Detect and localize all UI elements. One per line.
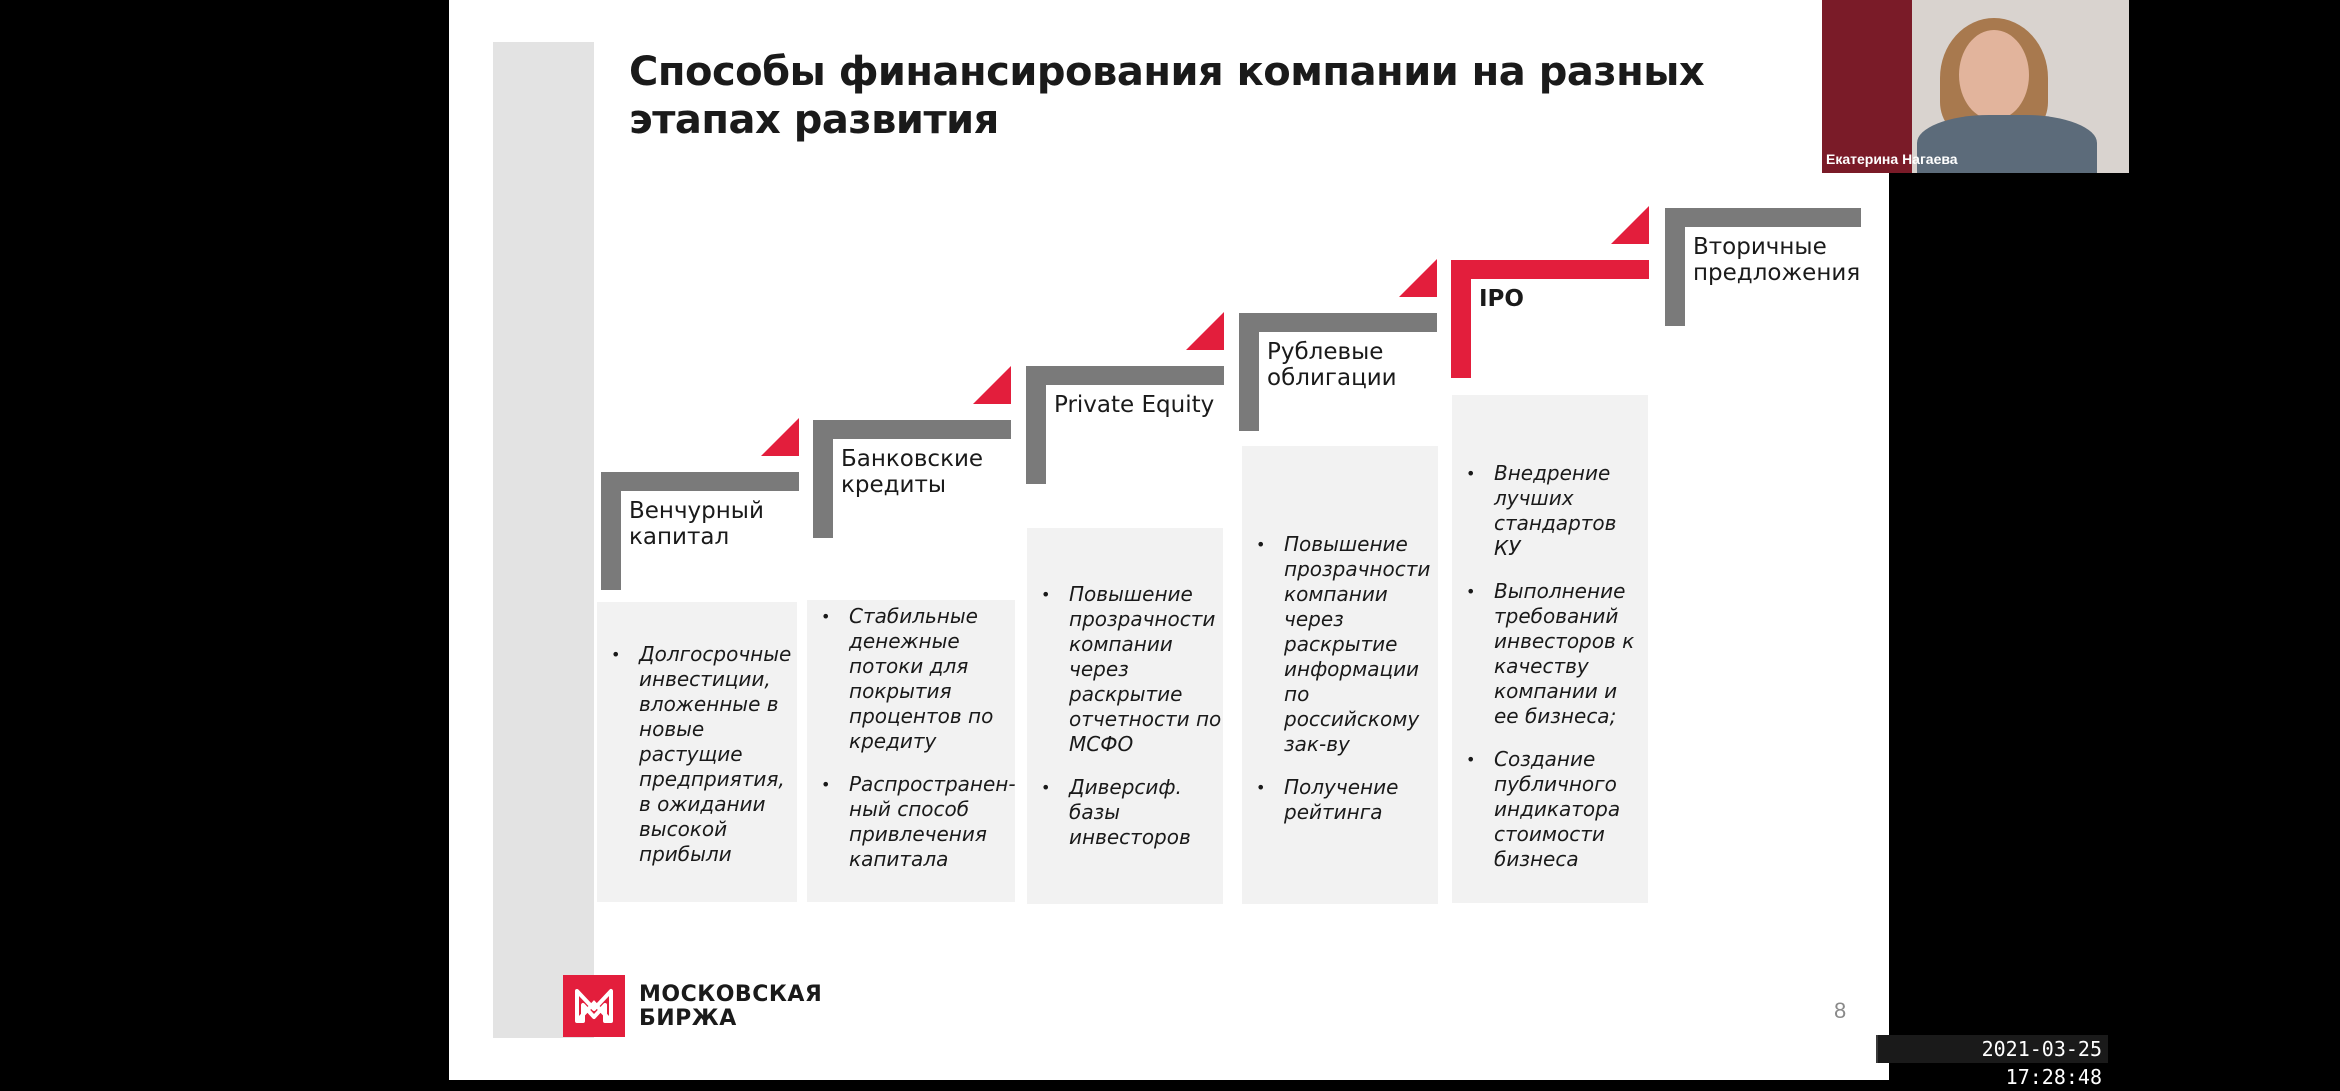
- list-item: Получение рейтинга: [1242, 775, 1438, 825]
- participant-video-tile[interactable]: Екатерина Нагаева: [1822, 0, 2129, 173]
- participant-name: Екатерина Нагаева: [1826, 151, 1958, 167]
- stage-arrow-triangle: [761, 418, 799, 456]
- stage-arrow-triangle: [1611, 206, 1649, 244]
- list-item: Выполнение требований инвесторов к качес…: [1452, 579, 1648, 729]
- stage-label: IPO: [1479, 286, 1524, 312]
- list-item: Диверсиф. базы инвесторов: [1027, 775, 1223, 850]
- stage-arrow-triangle: [1399, 259, 1437, 297]
- stage-description-ruble-bonds: Повышение прозрачности компании через ра…: [1242, 446, 1438, 904]
- slide-page-number: 8: [1834, 998, 1847, 1023]
- presentation-slide: Способы финансирования компании на разны…: [449, 0, 1889, 1080]
- slide-sidebar-bar: [493, 42, 594, 1038]
- list-item: Распространен-ный способ привлечения кап…: [807, 772, 1016, 872]
- list-item: Повышение прозрачности компании через ра…: [1027, 582, 1223, 757]
- list-item: Повышение прозрачности компании через ра…: [1242, 532, 1438, 757]
- recording-timestamp: 2021-03-25 17:28:48: [1878, 1035, 2108, 1089]
- stage-arrow-triangle: [973, 366, 1011, 404]
- slide-title: Способы финансирования компании на разны…: [629, 49, 1705, 143]
- stage-label: Private Equity: [1054, 392, 1215, 418]
- stage-arrow-triangle: [1186, 312, 1224, 350]
- list-item: Долгосрочные инвестиции, вложенные в нов…: [597, 642, 797, 867]
- stage-description-venture: Долгосрочные инвестиции, вложенные в нов…: [597, 602, 797, 902]
- list-item: Создание публичного индикатора стоимости…: [1452, 747, 1648, 872]
- moscow-exchange-logo-icon: [563, 975, 625, 1037]
- list-item: Внедрение лучших стандартов КУ: [1452, 461, 1648, 561]
- stage-description-ipo: Внедрение лучших стандартов КУ Выполнени…: [1452, 395, 1648, 903]
- list-item: Стабильные денежные потоки для покрытия …: [807, 604, 1015, 754]
- stage-description-bank: Стабильные денежные потоки для покрытия …: [807, 600, 1016, 902]
- stage-description-private-equity: Повышение прозрачности компании через ра…: [1027, 528, 1223, 904]
